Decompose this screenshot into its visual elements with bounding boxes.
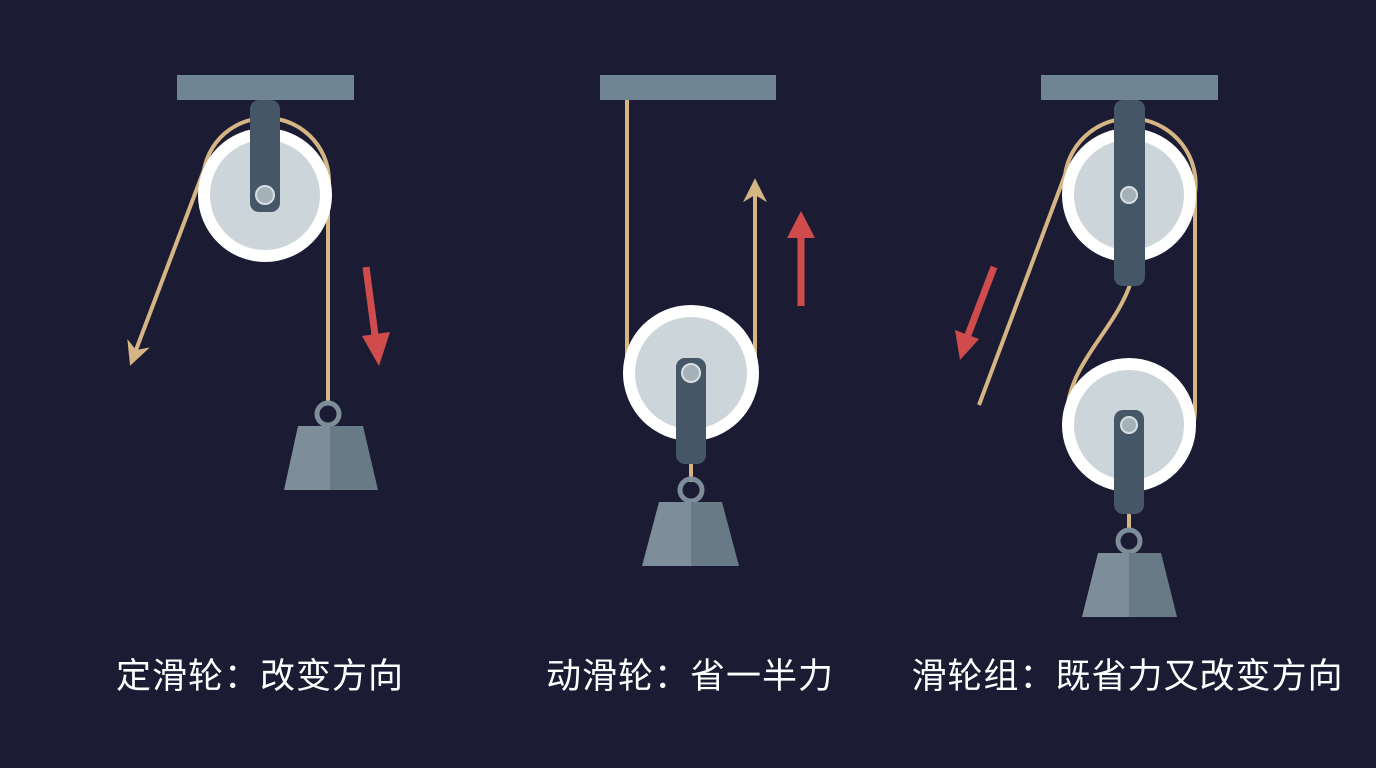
pulley-bracket [1114, 410, 1144, 514]
arrow-icon [955, 265, 998, 360]
weight-icon [642, 476, 739, 566]
pull-rope [977, 174, 1067, 406]
ceiling-beam [1041, 75, 1218, 100]
ceiling-beam [600, 75, 776, 100]
pulley-block-diagram [955, 75, 1218, 617]
caption-movable-pulley: 动滑轮：省一半力 [545, 657, 834, 697]
fixed-pulley-diagram [127, 75, 390, 490]
ceiling-beam [177, 75, 354, 100]
weight-icon [284, 400, 378, 490]
arrow-icon [362, 266, 390, 366]
weight-icon [1082, 527, 1177, 617]
pulley-bracket [250, 100, 280, 212]
caption-pulley-block: 滑轮组：既省力又改变方向 [911, 657, 1344, 697]
axle [681, 363, 701, 383]
pulley-bracket [676, 358, 706, 464]
caption-fixed-pulley: 定滑轮：改变方向 [115, 657, 404, 697]
axle [1120, 416, 1138, 434]
arrow-icon [787, 211, 815, 306]
pull-rope [127, 169, 206, 366]
movable-pulley-diagram [600, 75, 815, 566]
rope [202, 116, 331, 404]
axle [1120, 186, 1138, 204]
axle [255, 185, 275, 205]
